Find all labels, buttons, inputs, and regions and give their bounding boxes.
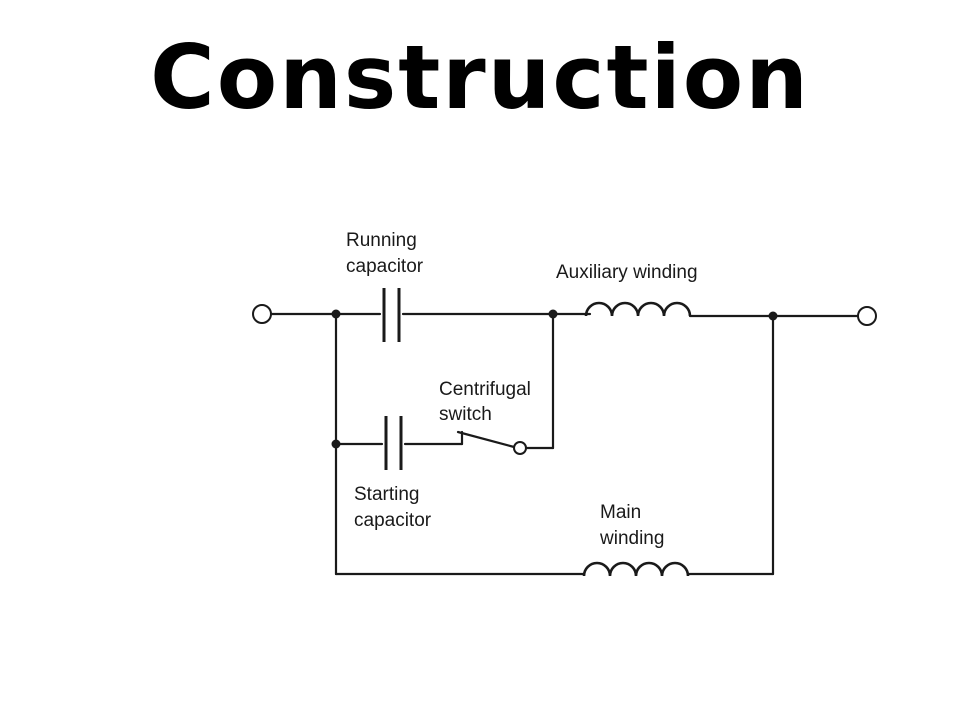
- label-main-winding-line1: Main: [600, 502, 641, 523]
- centrifugal-switch: [456, 430, 527, 455]
- label-auxiliary-winding: Auxiliary winding: [556, 262, 698, 283]
- label-running-capacitor-line1: Running: [346, 230, 417, 251]
- junction-node: [331, 439, 341, 449]
- label-centrifugal-switch-line2: switch: [439, 404, 492, 425]
- right-terminal: [857, 306, 877, 326]
- auxiliary-winding-coil: [584, 301, 692, 317]
- left-terminal: [252, 304, 272, 324]
- starting-capacitor: [384, 416, 403, 470]
- label-starting-capacitor-line2: capacitor: [354, 510, 432, 531]
- junction-node: [331, 309, 341, 319]
- label-centrifugal-switch-line1: Centrifugal: [439, 379, 531, 400]
- label-starting-capacitor-line1: Starting: [354, 484, 419, 505]
- running-capacitor: [382, 288, 401, 342]
- label-main-winding-line2: winding: [599, 528, 664, 549]
- junction-node: [548, 309, 558, 319]
- main-winding-coil: [582, 561, 690, 577]
- label-running-capacitor-line2: capacitor: [346, 256, 424, 277]
- slide-title: Construction: [150, 26, 810, 129]
- junction-node: [768, 311, 778, 321]
